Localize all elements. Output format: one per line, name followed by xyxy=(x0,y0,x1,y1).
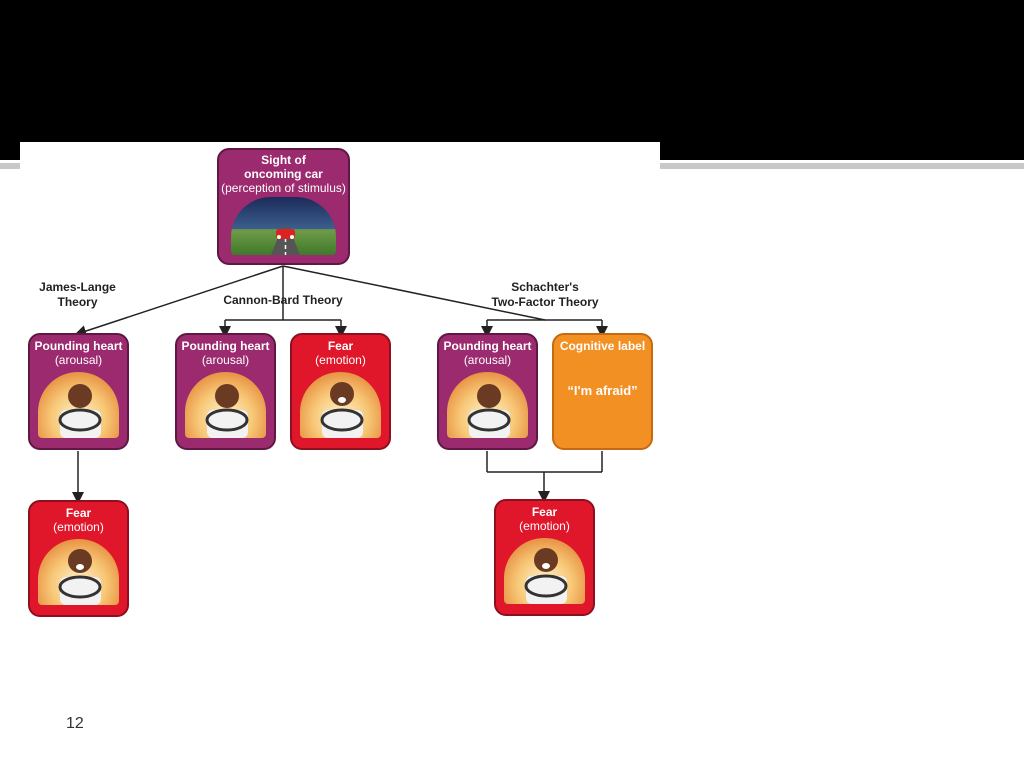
stimulus-title: Sight of xyxy=(261,153,306,167)
cognitive-label-title: Cognitive label xyxy=(559,339,646,353)
schachter-label-line1: Schachter's xyxy=(511,280,579,294)
james-lange-arousal-box: Pounding heart (arousal) xyxy=(28,333,129,450)
driver-arousal-illustration xyxy=(447,372,528,438)
driver-fear-illustration xyxy=(38,539,119,605)
arousal-subtitle: (arousal) xyxy=(201,353,250,367)
arousal-title: Pounding heart xyxy=(34,339,123,353)
connector-lines xyxy=(72,265,608,504)
fear-title: Fear xyxy=(327,339,354,353)
schachter-arousal-box: Pounding heart (arousal) xyxy=(437,333,538,450)
arousal-title: Pounding heart xyxy=(181,339,270,353)
arousal-subtitle: (arousal) xyxy=(54,353,103,367)
slide-title-band xyxy=(0,0,1024,160)
cognitive-label-box: Cognitive label “I'm afraid” xyxy=(552,333,653,450)
stimulus-subtitle: (perception of stimulus) xyxy=(221,181,346,195)
cognitive-label-quote: “I'm afraid” xyxy=(567,383,638,398)
fear-subtitle: (emotion) xyxy=(519,519,570,533)
james-lange-label-line2: Theory xyxy=(57,295,98,309)
schachter-label-line2: Two-Factor Theory xyxy=(491,295,599,309)
arousal-title: Pounding heart xyxy=(443,339,532,353)
fear-title: Fear xyxy=(65,506,92,520)
driver-arousal-illustration xyxy=(185,372,266,438)
james-lange-label-line1: James-Lange xyxy=(39,280,116,294)
driver-fear-illustration xyxy=(504,538,585,604)
emotion-theories-figure: Sight of oncoming car (perception of sti… xyxy=(20,142,660,632)
driver-fear-illustration xyxy=(300,372,381,438)
schachter-label: Schachter's Two-Factor Theory xyxy=(480,280,610,310)
cannon-bard-label: Cannon-Bard Theory xyxy=(223,293,343,307)
james-lange-fear-box: Fear (emotion) xyxy=(28,500,129,617)
driver-arousal-illustration xyxy=(38,372,119,438)
stimulus-title-2: oncoming car xyxy=(244,167,323,181)
stimulus-box: Sight of oncoming car (perception of sti… xyxy=(217,148,350,265)
oncoming-car-illustration xyxy=(231,197,336,255)
fear-subtitle: (emotion) xyxy=(53,520,104,534)
cannon-bard-fear-box: Fear (emotion) xyxy=(290,333,391,450)
schachter-fear-box: Fear (emotion) xyxy=(494,499,595,616)
page-number: 12 xyxy=(66,715,84,732)
fear-subtitle: (emotion) xyxy=(315,353,366,367)
james-lange-label: James-Lange Theory xyxy=(30,280,125,310)
arousal-subtitle: (arousal) xyxy=(463,353,512,367)
cannon-bard-arousal-box: Pounding heart (arousal) xyxy=(175,333,276,450)
fear-title: Fear xyxy=(531,505,558,519)
